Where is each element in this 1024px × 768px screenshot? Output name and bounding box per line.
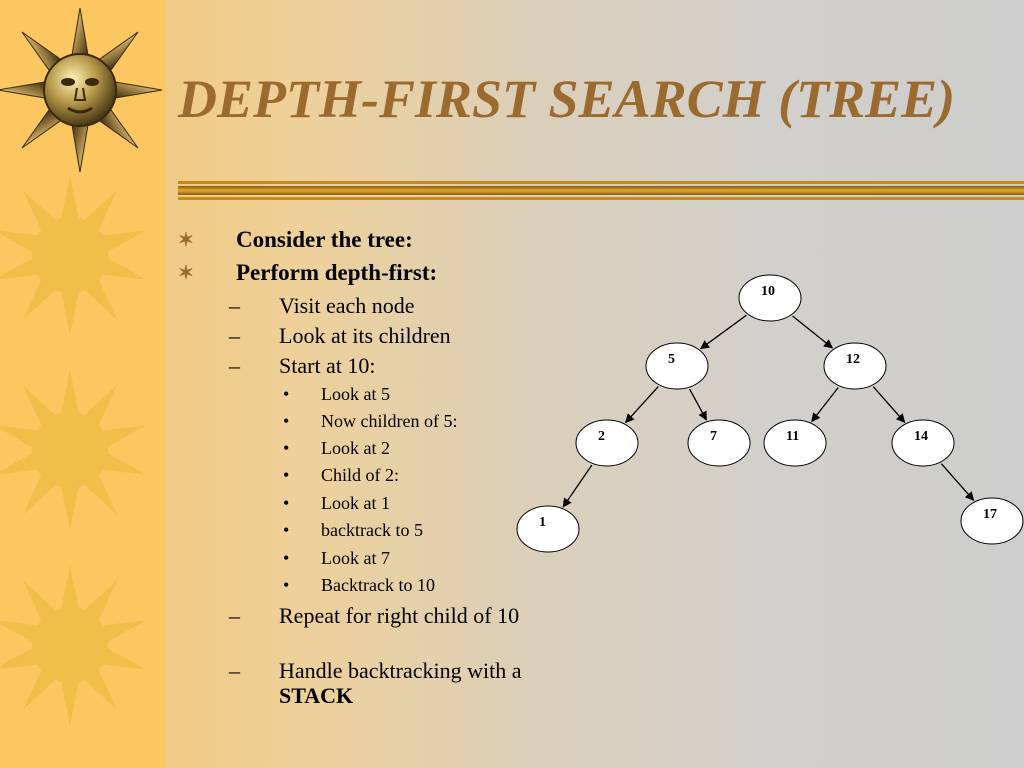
tree-node-label: 17 <box>983 507 997 522</box>
tree-node-10: 10 <box>738 274 802 322</box>
tree-edge-5-7 <box>689 388 707 421</box>
dash-bullet-icon: – <box>229 658 240 683</box>
stack-keyword: STACK <box>279 683 354 708</box>
title-divider <box>178 181 1024 203</box>
tree-node-label: 12 <box>846 352 860 367</box>
dot-bullet-icon: • <box>283 493 290 513</box>
tree-edge-12-11 <box>811 387 839 423</box>
dash-bullet-icon: – <box>229 293 240 318</box>
step-child-of-2: • Child of 2: <box>283 465 400 485</box>
step-backtrack-to-10: • Backtrack to 10 <box>283 575 435 595</box>
bullet-consider-tree: ✶ Consider the tree: <box>178 227 413 252</box>
tree-node-label: 2 <box>598 429 605 444</box>
tree-node-label: 1 <box>539 515 546 530</box>
tree-node-17: 17 <box>960 497 1024 545</box>
step-look-at-2: • Look at 2 <box>283 438 390 458</box>
sub-bullet-look-at-children: – Look at its children <box>229 323 451 348</box>
decorative-strip <box>0 0 165 768</box>
tree-edge-2-1 <box>562 464 593 508</box>
tree-node-5: 5 <box>645 342 709 390</box>
sun-face-icon <box>0 7 163 173</box>
step-look-at-7: • Look at 7 <box>283 548 390 568</box>
step-backtrack-to-5: • backtrack to 5 <box>283 520 423 540</box>
tree-edge-12-14 <box>872 386 906 423</box>
tree-node-7: 7 <box>687 419 751 467</box>
tree-node-label: 5 <box>668 352 675 367</box>
tree-node-1: 1 <box>516 505 580 553</box>
star-bullet-icon: ✶ <box>178 230 194 251</box>
tree-edge-10-5 <box>699 314 747 350</box>
dash-bullet-icon: – <box>229 603 240 628</box>
sun-icon <box>0 175 147 335</box>
tree-edge-10-12 <box>792 315 834 349</box>
tree-node-label: 11 <box>786 429 799 444</box>
tree-node-12: 12 <box>823 342 887 390</box>
dot-bullet-icon: • <box>283 520 290 540</box>
sub-bullet-visit-each-node: – Visit each node <box>229 293 415 318</box>
dash-bullet-icon: – <box>229 323 240 348</box>
step-children-of-5: • Now children of 5: <box>283 411 458 431</box>
dot-bullet-icon: • <box>283 465 290 485</box>
sun-icon <box>0 565 147 725</box>
sub-bullet-repeat-right-child: – Repeat for right child of 10 <box>229 603 520 628</box>
dot-bullet-icon: • <box>283 384 290 404</box>
tree-node-14: 14 <box>891 419 955 467</box>
bullet-perform-depth-first: ✶ Perform depth-first: <box>178 260 438 285</box>
step-look-at-1: • Look at 1 <box>283 493 390 513</box>
tree-node-label: 7 <box>710 429 717 444</box>
tree-edge-14-17 <box>940 463 975 501</box>
star-bullet-icon: ✶ <box>178 263 194 284</box>
sub-bullet-start-at-10: – Start at 10: <box>229 353 376 378</box>
dot-bullet-icon: • <box>283 548 290 568</box>
tree-node-11: 11 <box>763 419 827 467</box>
dot-bullet-icon: • <box>283 438 290 458</box>
dot-bullet-icon: • <box>283 575 290 595</box>
sun-icon <box>0 370 147 530</box>
slide-title: DEPTH-FIRST SEARCH (TREE) <box>178 69 956 129</box>
tree-edge-5-2 <box>625 386 659 424</box>
dash-bullet-icon: – <box>229 353 240 378</box>
tree-node-label: 14 <box>914 429 928 444</box>
tree-node-label: 10 <box>761 284 775 299</box>
tree-node-2: 2 <box>575 419 639 467</box>
step-look-at-5: • Look at 5 <box>283 384 390 404</box>
dot-bullet-icon: • <box>283 411 290 431</box>
sub-bullet-handle-backtracking: – Handle backtracking with a STACK <box>229 658 522 708</box>
